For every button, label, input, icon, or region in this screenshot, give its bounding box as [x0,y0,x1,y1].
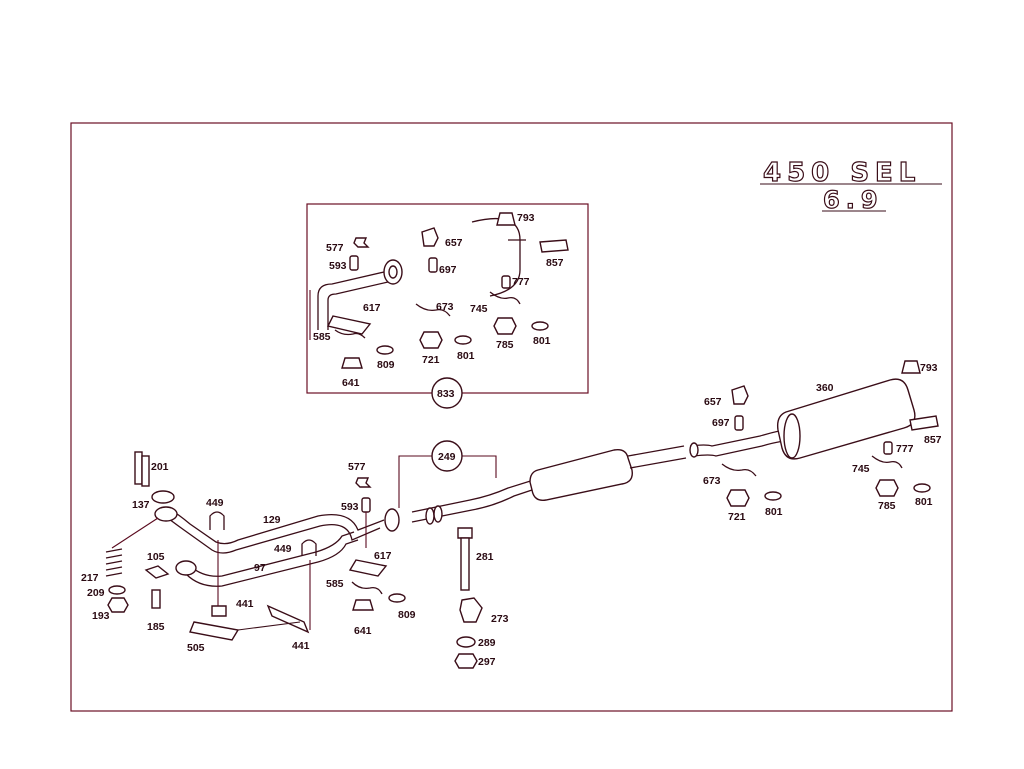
callout-label: 360 [816,382,834,394]
callout-label: 585 [326,578,344,590]
callout-label: 185 [147,621,165,633]
callout-label: 105 [147,551,165,563]
model-line-1: 450 SEL [763,158,921,188]
inset-parts [317,212,569,369]
callout-label: 745 [852,463,870,475]
callout-label: 193 [92,610,110,622]
callout-label: 593 [341,501,359,513]
callout-circle-833 [431,377,463,409]
callout-label: 721 [422,354,440,366]
callout-label: 809 [398,609,416,621]
callout-label: 777 [896,443,914,455]
callout-label: 697 [712,417,730,429]
callout-label: 441 [292,640,310,652]
callout-label: 785 [496,339,514,351]
callout-label: 801 [457,350,475,362]
callout-label: 793 [920,362,938,374]
callout-label: 577 [348,461,366,473]
callout-label: 801 [915,496,933,508]
callout-label: 801 [533,335,551,347]
callout-label: 673 [436,301,454,313]
callout-label: 641 [354,625,372,637]
callout-label: 697 [439,264,457,276]
callout-label: 617 [374,550,392,562]
callout-label: 657 [445,237,463,249]
callout-label: 777 [512,276,530,288]
callout-labels: 793 577 657 857 593 697 777 617 673 745 … [81,212,942,668]
diagram-frame [70,122,953,712]
callout-label: 641 [342,377,360,389]
callout-label: 593 [329,260,347,272]
callout-label: 857 [546,257,564,269]
callout-label: 657 [704,396,722,408]
callout-label: 801 [765,506,783,518]
callout-label: 745 [470,303,488,315]
callout-label: 97 [254,562,266,574]
callout-label: 785 [878,500,896,512]
callout-label: 297 [478,656,496,668]
callout-label: 585 [313,331,331,343]
callout-label: 449 [274,543,292,555]
callout-label: 289 [478,637,496,649]
callout-label: 617 [363,302,381,314]
callout-label: 857 [924,434,942,446]
callout-label: 793 [517,212,535,224]
main-exhaust-parts [105,360,939,669]
callout-label: 505 [187,642,205,654]
callout-label: 721 [728,511,746,523]
callout-label: 449 [206,497,224,509]
callout-label: 129 [263,514,281,526]
callout-label: 201 [151,461,169,473]
callout-label: 249 [438,451,456,463]
callout-label: 281 [476,551,494,563]
callout-label: 809 [377,359,395,371]
callout-label: 209 [87,587,105,599]
leader-lines [111,455,497,630]
callout-label: 441 [236,598,254,610]
callout-label: 273 [491,613,509,625]
callout-label: 673 [703,475,721,487]
callout-circle-249 [431,440,463,472]
callout-label: 137 [132,499,150,511]
model-line-2: 6.9 [823,186,884,214]
callout-label: 833 [437,388,455,400]
callout-label: 217 [81,572,99,584]
callout-label: 577 [326,242,344,254]
model-badge: 450 SEL 6.9 [760,157,942,215]
